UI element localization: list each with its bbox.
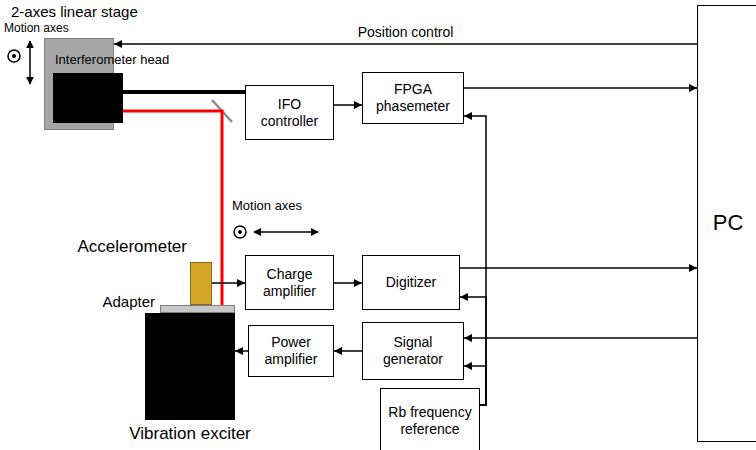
- box-label: Power amplifier: [255, 334, 327, 368]
- fiber-cable: [123, 90, 245, 94]
- laser-beam: [123, 111, 222, 305]
- box-label: FPGA phasemeter: [369, 81, 457, 115]
- vibration-exciter: Vibration exciter: [145, 313, 235, 420]
- signal-arrow: [114, 43, 697, 45]
- signal-arrow: [235, 350, 248, 352]
- box-label: Charge amplifier: [252, 266, 327, 300]
- signal-arrow: [212, 282, 245, 284]
- motion-double-arrow: [254, 231, 318, 233]
- box-label: PC: [713, 210, 744, 236]
- signal-arrow: [334, 282, 362, 284]
- box-label: Digitizer: [386, 274, 437, 291]
- axis-label: Motion axes: [232, 198, 302, 214]
- process-box: Signal generator: [362, 322, 464, 380]
- motion-double-arrow: [29, 41, 31, 84]
- linear-stage: Interferometer head2-axes linear stage: [44, 38, 114, 130]
- signal-arrow: [464, 116, 486, 405]
- signal-arrow: [464, 337, 697, 339]
- part-label: Accelerometer: [77, 237, 187, 257]
- signal-arrow: [460, 267, 697, 269]
- process-box: Rb frequency reference: [380, 388, 480, 450]
- process-box: Charge amplifier: [245, 255, 334, 310]
- process-box: FPGA phasemeter: [362, 72, 464, 124]
- signal-arrow: [464, 87, 697, 89]
- interferometer-head: Interferometer head: [53, 73, 123, 123]
- box-label: Rb frequency reference: [387, 404, 473, 438]
- process-box: Power amplifier: [248, 325, 334, 377]
- accelerometer: Accelerometer: [190, 262, 212, 305]
- axis-label: Motion axes: [4, 21, 69, 35]
- out-of-plane-axis-symbol: [234, 226, 246, 238]
- part-label: Vibration exciter: [129, 424, 251, 444]
- part-label: Interferometer head: [55, 52, 169, 68]
- part-label: 2-axes linear stage: [11, 3, 138, 21]
- box-label: Signal generator: [369, 334, 457, 368]
- part-label: Adapter: [102, 293, 155, 311]
- process-box: IFO controller: [245, 85, 334, 140]
- edge-label: Position control: [358, 24, 454, 41]
- out-of-plane-axis-symbol: [8, 50, 20, 62]
- signal-arrow: [334, 350, 362, 352]
- computer-box: PC: [697, 5, 756, 442]
- process-box: Digitizer: [362, 255, 460, 310]
- box-label: IFO controller: [252, 96, 327, 130]
- signal-arrow: [334, 104, 362, 106]
- adapter-plate: Adapter: [160, 305, 235, 313]
